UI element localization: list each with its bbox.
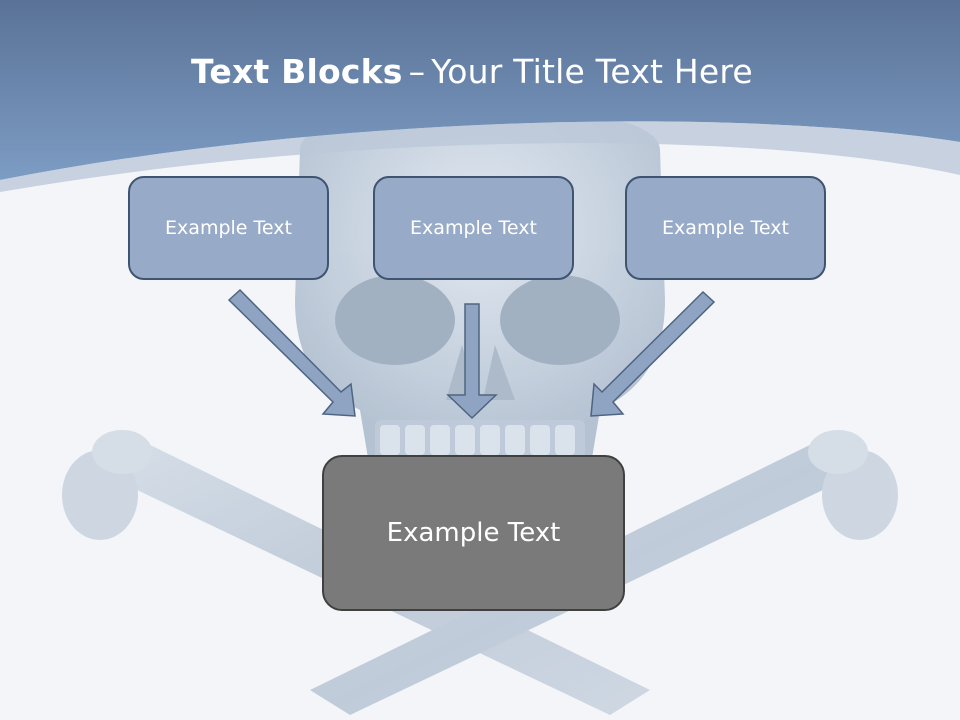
text-block-1[interactable]: Example Text — [128, 176, 329, 280]
main-text-block-label: Example Text — [386, 518, 561, 548]
text-block-3-label: Example Text — [662, 217, 789, 239]
arrow-center-icon — [446, 303, 498, 420]
title-separator: – — [408, 52, 426, 91]
arrow-left-icon — [227, 288, 356, 417]
text-block-1-label: Example Text — [165, 217, 292, 239]
title-rest: Your Title Text Here — [431, 52, 753, 91]
title-bold: Text Blocks — [191, 52, 403, 91]
text-block-2[interactable]: Example Text — [373, 176, 574, 280]
page-title: Text Blocks–Your Title Text Here — [0, 52, 944, 91]
header-band — [0, 0, 960, 180]
arrow-right-icon — [590, 290, 716, 417]
text-block-2-label: Example Text — [410, 217, 537, 239]
text-block-3[interactable]: Example Text — [625, 176, 826, 280]
main-text-block[interactable]: Example Text — [322, 455, 625, 611]
